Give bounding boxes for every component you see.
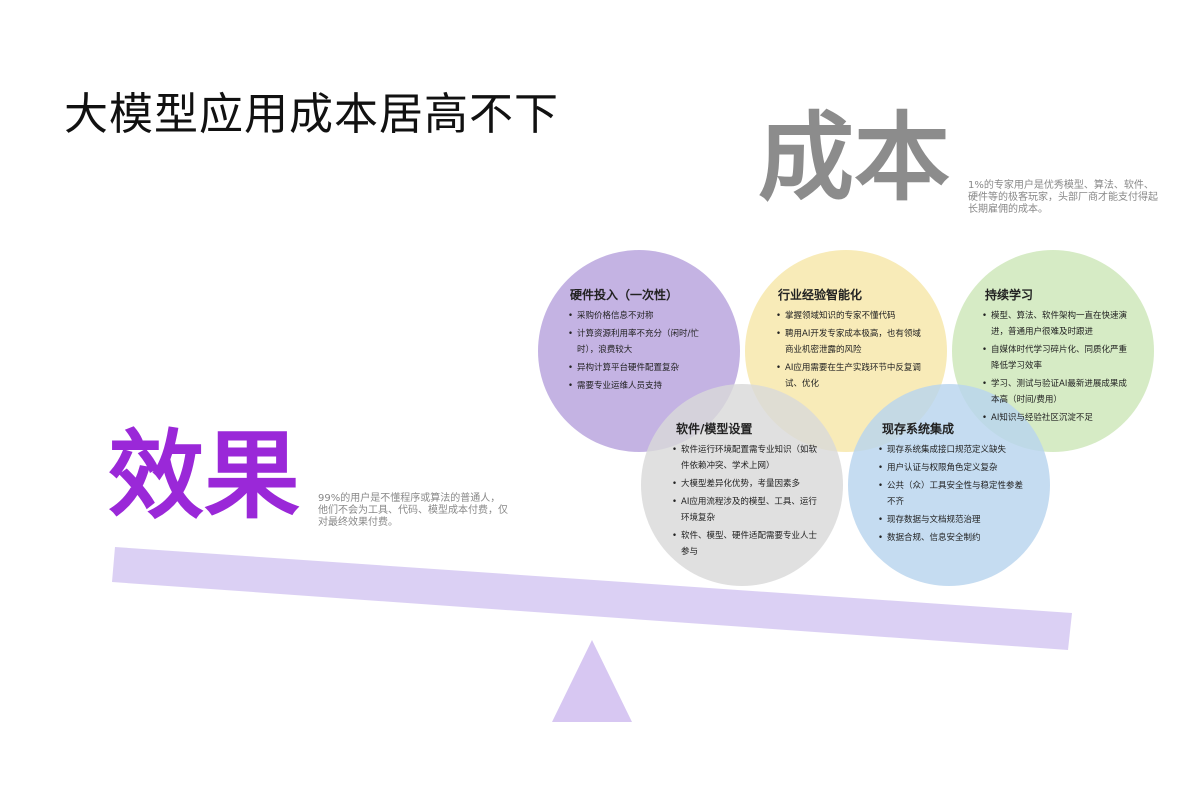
list-item: 采购价格信息不对称	[568, 308, 718, 324]
cost-label: 成本	[758, 102, 950, 214]
list-item: 掌握领域知识的专家不懂代码	[776, 308, 922, 324]
learning-list: 模型、算法、软件架构一直在快速演进，普通用户很难及时跟进 自媒体时代学习碎片化、…	[982, 308, 1130, 428]
list-item: 聘用AI开发专家成本极高，也有领域商业机密泄露的风险	[776, 326, 922, 358]
list-item: 现存数据与文档规范治理	[878, 512, 1028, 528]
effect-note: 99%的用户是不懂程序或算法的普通人，他们不会为工具、代码、模型成本付费，仅对最…	[318, 493, 508, 528]
hardware-title: 硬件投入（一次性）	[570, 288, 679, 302]
list-item: 异构计算平台硬件配置复杂	[568, 360, 718, 376]
list-item: 模型、算法、软件架构一直在快速演进，普通用户很难及时跟进	[982, 308, 1130, 340]
list-item: 自媒体时代学习碎片化、同质化严重降低学习效率	[982, 342, 1130, 374]
balance-pivot-triangle	[552, 640, 632, 722]
list-item: 软件、模型、硬件适配需要专业人士参与	[672, 528, 818, 560]
hardware-list: 采购价格信息不对称 计算资源利用率不充分（闲时/忙时），浪费较大 异构计算平台硬…	[568, 308, 718, 396]
list-item: 计算资源利用率不充分（闲时/忙时），浪费较大	[568, 326, 718, 358]
page-title: 大模型应用成本居高不下	[64, 89, 559, 140]
list-item: AI应用流程涉及的模型、工具、运行环境复杂	[672, 494, 818, 526]
learning-title: 持续学习	[985, 288, 1034, 302]
cost-note: 1%的专家用户是优秀模型、算法、软件、硬件等的极客玩家，头部厂商才能支付得起长期…	[968, 180, 1158, 215]
industry-title: 行业经验智能化	[778, 288, 863, 302]
list-item: 数据合规、信息安全制约	[878, 530, 1028, 546]
list-item: 学习、测试与验证AI最新进展成果成本高（时间/费用）	[982, 376, 1130, 408]
list-item: 需要专业运维人员支持	[568, 378, 718, 394]
list-item: 公共（众）工具安全性与稳定性参差不齐	[878, 478, 1028, 510]
list-item: AI应用需要在生产实践环节中反复调试、优化	[776, 360, 922, 392]
list-item: 现存系统集成接口规范定义缺失	[878, 442, 1028, 458]
list-item: 软件运行环境配置需专业知识（如软件依赖冲突、学术上网）	[672, 442, 818, 474]
software-title: 软件/模型设置	[676, 422, 753, 436]
list-item: AI知识与经验社区沉淀不足	[982, 410, 1130, 426]
list-item: 大模型差异化优势，考量因素多	[672, 476, 818, 492]
industry-list: 掌握领域知识的专家不懂代码 聘用AI开发专家成本极高，也有领域商业机密泄露的风险…	[776, 308, 922, 394]
integration-title: 现存系统集成	[882, 422, 955, 436]
list-item: 用户认证与权限角色定义复杂	[878, 460, 1028, 476]
effect-label: 效果	[108, 420, 300, 532]
integration-list: 现存系统集成接口规范定义缺失 用户认证与权限角色定义复杂 公共（众）工具安全性与…	[878, 442, 1028, 548]
software-list: 软件运行环境配置需专业知识（如软件依赖冲突、学术上网） 大模型差异化优势，考量因…	[672, 442, 818, 562]
